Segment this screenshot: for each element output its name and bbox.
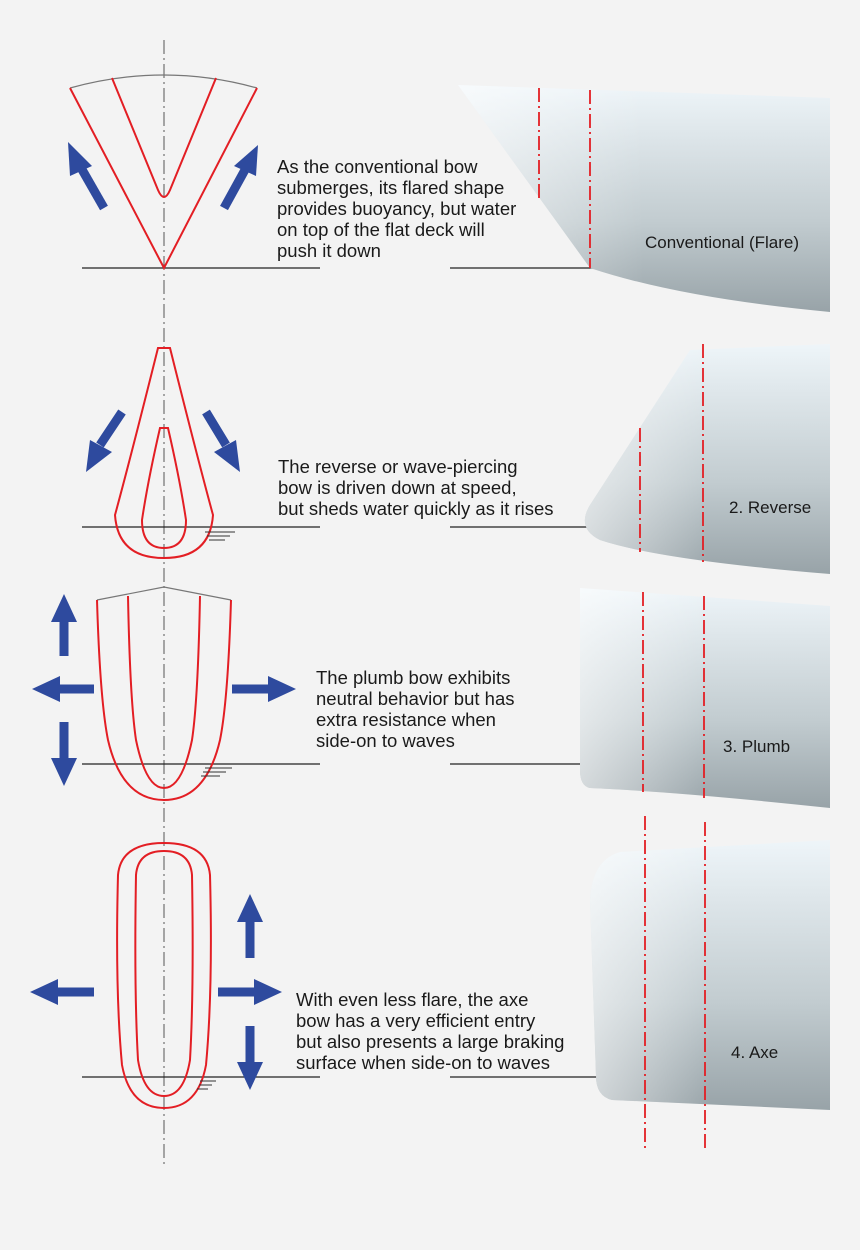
reverse-label: 2. Reverse bbox=[729, 498, 812, 517]
plumb-description: The plumb bow exhibits neutral behavior … bbox=[316, 667, 515, 751]
arrow-icon bbox=[86, 440, 112, 472]
hull-highlight bbox=[458, 85, 830, 312]
hull-highlight bbox=[590, 840, 830, 1110]
inner-section-line bbox=[127, 595, 201, 790]
arrow-icon bbox=[254, 979, 282, 1005]
section-axe bbox=[30, 816, 830, 1150]
plumb-label: 3. Plumb bbox=[723, 737, 791, 756]
section-plumb bbox=[32, 586, 830, 808]
water-hatch bbox=[197, 1080, 216, 1090]
axe-label: 4. Axe bbox=[731, 1043, 779, 1062]
inner-section-line bbox=[134, 849, 194, 1098]
arrow-icon bbox=[234, 145, 258, 176]
outer-section-line bbox=[69, 87, 258, 271]
arrow-icon bbox=[202, 409, 230, 448]
arrow-icon bbox=[214, 440, 240, 472]
deck-arc bbox=[96, 586, 232, 601]
arrow-icon bbox=[76, 163, 108, 211]
section-reverse bbox=[82, 344, 830, 574]
arrow-icon bbox=[220, 165, 250, 211]
axe-description: With even less flare, the axe bow has a … bbox=[296, 989, 565, 1073]
outer-section-line bbox=[116, 841, 212, 1110]
inner-section-line bbox=[111, 77, 217, 198]
outer-section-line bbox=[96, 599, 232, 802]
water-hatch bbox=[205, 531, 235, 541]
arrow-icon bbox=[30, 979, 58, 1005]
arrow-icon bbox=[51, 758, 77, 786]
section-conventional bbox=[68, 74, 830, 312]
water-hatch bbox=[201, 767, 232, 777]
arrow-icon bbox=[68, 142, 92, 176]
conventional-description: As the conventional bow submerges, its f… bbox=[277, 156, 517, 261]
hull-highlight bbox=[584, 344, 830, 574]
arrow-icon bbox=[96, 409, 126, 448]
arrow-icon bbox=[237, 1062, 263, 1090]
arrow-icon bbox=[268, 676, 296, 702]
reverse-description: The reverse or wave-piercing bow is driv… bbox=[278, 456, 554, 519]
conventional-label: Conventional (Flare) bbox=[645, 233, 800, 252]
hull-highlight bbox=[580, 588, 830, 808]
arrow-icon bbox=[51, 594, 77, 622]
outer-section-line bbox=[113, 347, 215, 560]
arrow-icon bbox=[237, 894, 263, 922]
inner-section-line bbox=[140, 427, 188, 550]
arrow-icon bbox=[32, 676, 60, 702]
deck-arc bbox=[69, 74, 258, 89]
